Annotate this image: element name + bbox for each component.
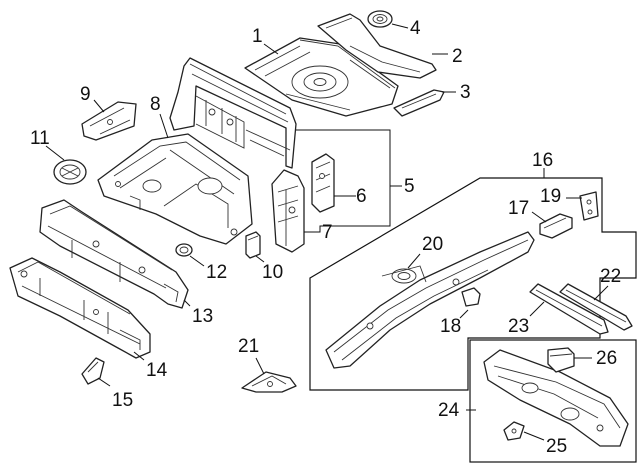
callout-17: 17	[508, 198, 529, 219]
part-25-pad	[503, 421, 525, 441]
part-21-bracket	[241, 371, 297, 393]
callout-26: 26	[596, 348, 617, 369]
callout-6: 6	[356, 186, 367, 207]
part-17-bracket	[539, 213, 573, 239]
part-14-floor-rail	[9, 257, 151, 359]
part-13-cross-member	[39, 199, 189, 309]
callout-25: 25	[546, 436, 567, 457]
group-16-frame	[309, 177, 637, 391]
callout-23: 23	[508, 316, 529, 337]
callout-22: 22	[600, 266, 621, 287]
callout-11: 11	[30, 128, 50, 149]
part-23-rail	[529, 283, 609, 335]
part-11-plug	[53, 159, 87, 185]
callout-14: 14	[146, 360, 168, 381]
part-6-reinforcement	[311, 153, 335, 213]
part-19-plate	[579, 191, 599, 221]
callout-1: 1	[252, 26, 263, 47]
callout-24: 24	[438, 400, 460, 421]
part-2-rear-rail	[317, 13, 437, 79]
callout-8: 8	[150, 94, 161, 115]
part-10-clip	[245, 231, 261, 259]
part-7-pillar	[271, 169, 305, 253]
callout-13: 13	[192, 306, 213, 327]
callout-9: 9	[80, 84, 91, 105]
part-24-assembly	[483, 349, 629, 447]
part-3-bracket	[393, 89, 445, 117]
part-22-rail	[559, 283, 633, 331]
callout-19: 19	[540, 186, 561, 207]
part-18-bracket	[461, 287, 481, 307]
callout-10: 10	[262, 262, 283, 283]
part-26-bracket	[547, 347, 575, 373]
callout-labels: 1 2 3 4 5 6 7 8 9 10 11 12 13 14 15 16 1…	[30, 18, 621, 457]
group-24-frame	[469, 339, 637, 463]
callout-12: 12	[206, 262, 227, 283]
part-8-center-floor	[97, 133, 253, 245]
part-9-brace	[81, 101, 137, 141]
part-5-back-panel	[169, 57, 297, 169]
part-12-plug	[175, 243, 193, 257]
callout-4: 4	[410, 18, 421, 39]
leader-lines	[45, 23, 609, 441]
callout-21: 21	[238, 336, 259, 357]
callout-15: 15	[112, 390, 133, 411]
callout-20: 20	[422, 234, 443, 255]
callout-7: 7	[322, 222, 333, 243]
callout-16: 16	[532, 150, 553, 171]
callout-2: 2	[452, 46, 463, 67]
part-4-grommet	[367, 10, 393, 28]
callout-5: 5	[404, 176, 415, 197]
part-20-frame-rail	[325, 231, 535, 369]
callout-18: 18	[440, 316, 461, 337]
callout-3: 3	[460, 82, 471, 103]
part-15-pad	[81, 357, 105, 385]
part-1-rear-floor-pan	[244, 37, 399, 117]
